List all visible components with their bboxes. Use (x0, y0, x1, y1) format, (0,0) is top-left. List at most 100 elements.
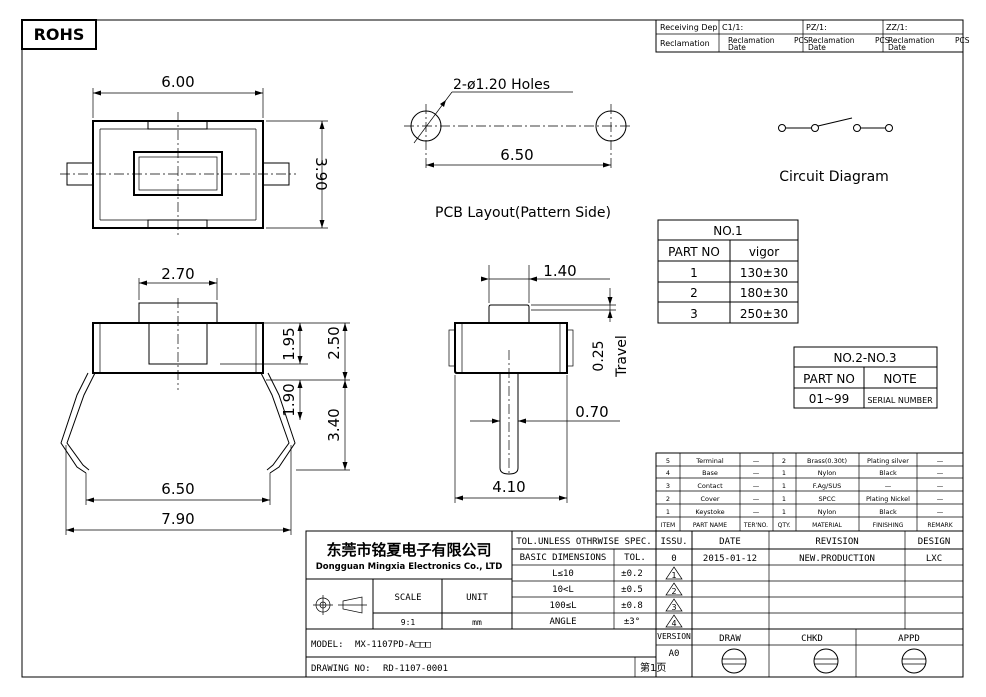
tol-row3-v: ±0.8 (621, 601, 643, 611)
table-no1: NO.1 PART NO vigor 1 130±30 2 180±30 3 2… (657, 219, 799, 324)
bom-cell: SPCC (818, 495, 836, 503)
no1-title: NO.1 (713, 224, 742, 238)
rohs-badge: ROHS (21, 19, 97, 50)
receiving-block: Receiving Dep C1/1: PZ/1: ZZ/1: Reclamat… (655, 19, 970, 53)
design-header: DESIGN (918, 537, 951, 547)
bom-cell: — (753, 482, 760, 490)
pcb-pitch-dim: 6.50 (500, 146, 533, 164)
bom-cell: 3 (666, 482, 670, 490)
bom-cell: — (753, 508, 760, 516)
bom-cell: 2 (666, 495, 670, 503)
unit-label: UNIT (466, 593, 488, 603)
bom-cell: Keystoke (695, 508, 724, 516)
top-view: 6.00 3.90 (60, 73, 330, 236)
tol-row4-l: ANGLE (549, 617, 576, 627)
tol-row1-l: L≤10 (552, 569, 574, 579)
dim-side-1-40: 1.40 (543, 262, 576, 280)
chkd-stamp-icon (813, 648, 839, 674)
triangle-num-2: 2 (671, 587, 676, 596)
dim-top-width: 6.00 (161, 73, 194, 91)
appd-label: APPD (898, 634, 920, 644)
bom-table (655, 452, 964, 532)
bom-header: MATERIAL (812, 522, 842, 529)
dim-side-0-70: 0.70 (575, 403, 608, 421)
no1-row3-part: 3 (690, 307, 698, 321)
unit-value: mm (472, 618, 482, 627)
bom-cell: 1 (666, 508, 670, 516)
pz-label: PZ/1: (806, 23, 827, 32)
tol-row3-l: 100≤L (549, 601, 576, 611)
draw-stamp-icon (721, 648, 747, 674)
reclamation-c1: Reclamation (728, 36, 775, 45)
company-cn: 东莞市铭夏电子有限公司 (326, 541, 491, 559)
bom-cell: — (753, 457, 760, 465)
tol-row2-v: ±0.5 (621, 585, 643, 595)
reclamation-pz: Reclamation (808, 36, 855, 45)
dim-front-1-90: 1.90 (280, 383, 298, 416)
dim-front-2-50: 2.50 (325, 326, 343, 359)
date-c1: Date (728, 43, 746, 52)
revision-header: REVISION (815, 537, 858, 547)
design-value: LXC (926, 554, 942, 564)
dim-front-7-90: 7.90 (161, 510, 194, 528)
scale-value: 9:1 (401, 618, 416, 627)
bom-cell: 4 (666, 469, 670, 477)
company-en: Dongguan Mingxia Electronics Co., LTD (316, 562, 503, 572)
front-view: 2.70 1.95 2.50 1.90 3.40 6.50 7.90 (60, 265, 350, 535)
date-header: DATE (719, 537, 741, 547)
bom-cell: — (885, 482, 892, 490)
receiving-dep-label: Receiving Dep (660, 23, 717, 32)
tol-label: TOL. (624, 553, 646, 563)
zz-label: ZZ/1: (886, 23, 907, 32)
dim-front-6-50: 6.50 (161, 480, 194, 498)
bom-header: ITEM (661, 522, 675, 529)
circuit-diagram: Circuit Diagram (778, 117, 893, 185)
pcs-pz: PCS (875, 36, 890, 45)
rohs-label: ROHS (34, 25, 85, 44)
tol-row4-v: ±3° (624, 617, 640, 627)
no23-header-note: NOTE (883, 372, 916, 386)
bom-cell: 5 (666, 457, 670, 465)
bom-cell: — (753, 469, 760, 477)
issu-value: 0 (671, 554, 676, 564)
revision-value: NEW.PRODUCTION (799, 554, 875, 564)
dim-top-height: 3.90 (312, 157, 330, 190)
no1-header-part: PART NO (668, 245, 720, 259)
no1-row3-vigor: 250±30 (740, 307, 788, 321)
tol-row2-l: 10<L (552, 585, 574, 595)
dim-side-4-10: 4.10 (492, 478, 525, 496)
revision-triangles: 1 2 3 4 (665, 566, 683, 628)
bom-cell: Black (879, 469, 897, 477)
drawing-label: DRAWING NO: (311, 664, 371, 674)
model-value: MX-1107PD-A□□□ (355, 640, 431, 650)
version-label: VERSION (657, 632, 691, 641)
bom-cell: 1 (782, 482, 786, 490)
scale-label: SCALE (394, 593, 421, 603)
issu-header: ISSU. (660, 537, 687, 547)
bom-cell: F.Ag/SUS (813, 482, 842, 490)
appd-stamp-icon (901, 648, 927, 674)
no1-row2-part: 2 (690, 286, 698, 300)
bom-header: TER'NO. (743, 522, 768, 529)
pcb-holes-label: 2-ø1.20 Holes (453, 77, 550, 93)
no23-header-part: PART NO (803, 372, 855, 386)
no1-row2-vigor: 180±30 (740, 286, 788, 300)
bom-header: PART NAME (693, 522, 727, 529)
pcs-c1: PCS (794, 36, 809, 45)
bom-header: QTY. (778, 522, 791, 529)
no23-title: NO.2-NO.3 (833, 351, 896, 365)
date-zz: Date (888, 43, 906, 52)
projection-symbol-icon (313, 595, 367, 615)
bom-cell: 2 (782, 457, 786, 465)
title-block: 东莞市铭夏电子有限公司 Dongguan Mingxia Electronics… (305, 530, 964, 678)
c1-label: C1/1: (722, 23, 743, 32)
bom-cell: Base (702, 469, 718, 477)
circuit-caption: Circuit Diagram (779, 169, 889, 185)
bom-cell: Brass(0.30t) (807, 457, 847, 465)
version-value: A0 (669, 649, 680, 659)
reclamation-label: Reclamation (660, 39, 710, 48)
bom-cell: — (937, 469, 944, 477)
bom-cell: Contact (697, 482, 723, 490)
